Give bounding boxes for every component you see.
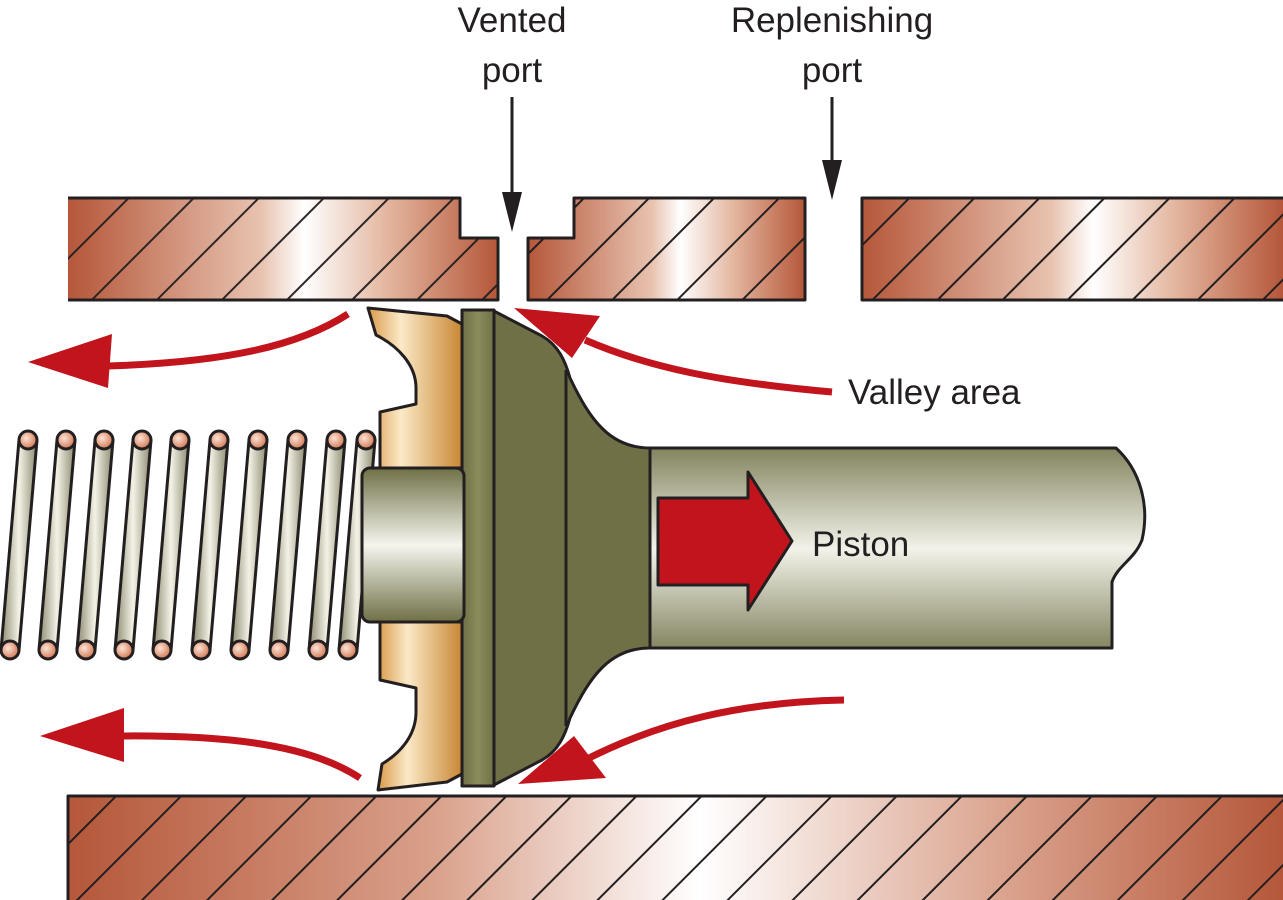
- spring-coil: [37, 429, 77, 661]
- piston-head: [490, 308, 652, 788]
- piston-boss: [360, 466, 466, 624]
- replenishing-port-callout: Replenishing port: [731, 1, 933, 200]
- vented-port-down-arrow-icon: [502, 97, 522, 232]
- housing-top-left-section: [68, 196, 500, 302]
- seal-upper-half: [366, 306, 464, 470]
- flow-arrow-top-left: [28, 311, 350, 388]
- replenishing-port-down-arrow-icon: [822, 97, 842, 200]
- spring-coil: [190, 429, 230, 661]
- spring-coil: [75, 429, 115, 661]
- return-spring: [0, 429, 377, 661]
- primary-cup-seal: [366, 306, 464, 792]
- housing-top-middle-section: [526, 196, 807, 302]
- vented-port-callout: Vented port: [458, 1, 567, 232]
- spring-coil: [268, 429, 308, 661]
- piston-rod: [560, 430, 1145, 668]
- flow-arrow-bottom-left: [40, 708, 362, 781]
- vented-port-label-line2: port: [482, 51, 543, 90]
- replenishing-port-label-line1: Replenishing: [731, 1, 933, 40]
- piston: Piston: [360, 308, 1147, 788]
- seal-lower-half: [376, 620, 464, 792]
- flow-arrow-top-right: [514, 308, 833, 396]
- piston-direction-arrow: [656, 470, 794, 612]
- vented-port-label-line1: Vented: [458, 1, 567, 40]
- spring-coil: [229, 429, 269, 661]
- valley-area-label: Valley area: [848, 373, 1021, 412]
- cylinder-housing: [66, 196, 1283, 900]
- replenishing-port-label-line2: port: [802, 51, 863, 90]
- spring-coil: [113, 429, 153, 661]
- piston-disc: [460, 308, 496, 788]
- spring-coil: [151, 429, 191, 661]
- housing-bottom-wall: [66, 794, 1283, 900]
- spring-coil: [307, 429, 347, 661]
- flow-arrow-bottom-right: [518, 696, 845, 784]
- spring-coil: [0, 429, 39, 661]
- piston-label: Piston: [812, 525, 909, 564]
- fluid-flow-arrows: [28, 308, 845, 784]
- housing-top-right-section: [860, 196, 1283, 302]
